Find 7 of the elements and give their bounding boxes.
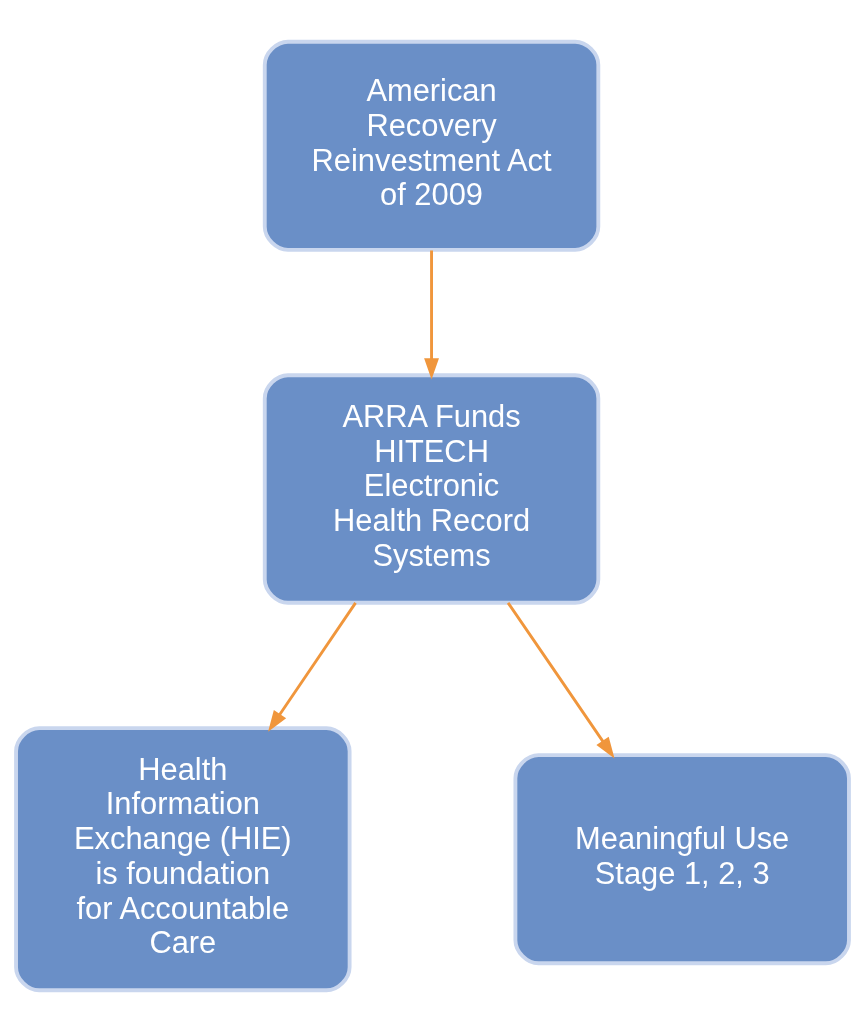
arrow [506, 601, 615, 758]
node-box: Meaningful Use Stage 1, 2, 3 [513, 752, 851, 965]
node-box: American Recovery Reinvestment Act of 2009 [262, 39, 601, 252]
arrow [268, 601, 357, 732]
arrow [424, 250, 439, 380]
node-box: ARRA Funds HITECH Electronic Health Record Systems [262, 372, 601, 605]
node-box: Health Information Exchange (HIE) is foundation for Accountable Care [14, 725, 352, 992]
